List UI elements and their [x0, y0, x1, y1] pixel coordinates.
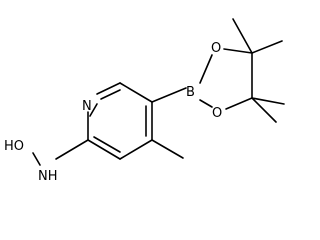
boronate-oxygen-upper-label: O — [211, 41, 221, 56]
bond-c-lower-methyl-1 — [251, 97, 285, 105]
ring-nitrogen-label: N — [82, 99, 92, 114]
bond-c5-boron — [151, 87, 187, 103]
amine-nh-label: NH — [38, 169, 58, 184]
bond-b-o-upper — [199, 54, 213, 84]
bond-c-upper-methyl-2 — [251, 40, 283, 54]
bond-b-o-lower — [199, 99, 213, 108]
bond-c4-methyl — [151, 139, 184, 159]
pyridine-ring — [87, 82, 153, 160]
boronate-oxygen-lower-label: O — [212, 106, 222, 121]
bond-c3-c2-inner — [93, 136, 121, 153]
bond-c6-c5 — [119, 82, 153, 103]
bond-c-upper-methyl-1 — [232, 18, 253, 54]
bond-c2-nh — [55, 139, 89, 160]
bond-c-lower-methyl-2 — [251, 97, 277, 123]
bond-o-lower-c — [225, 97, 253, 110]
bond-n1-c6 — [96, 82, 121, 95]
bond-n1-c2 — [89, 103, 98, 117]
dioxaborolane-ring — [199, 48, 253, 110]
hydroxyl-label: HO — [4, 139, 24, 154]
bond-c3-c2 — [87, 139, 121, 160]
bond-n1-c6-inner — [100, 89, 121, 100]
boron-label: B — [186, 85, 195, 100]
bond-nh-oh — [32, 152, 41, 166]
chemical-structure: N B O O NH HO — [4, 18, 285, 184]
bond-o-upper-c — [223, 48, 253, 54]
bond-c4-c3 — [119, 139, 153, 160]
